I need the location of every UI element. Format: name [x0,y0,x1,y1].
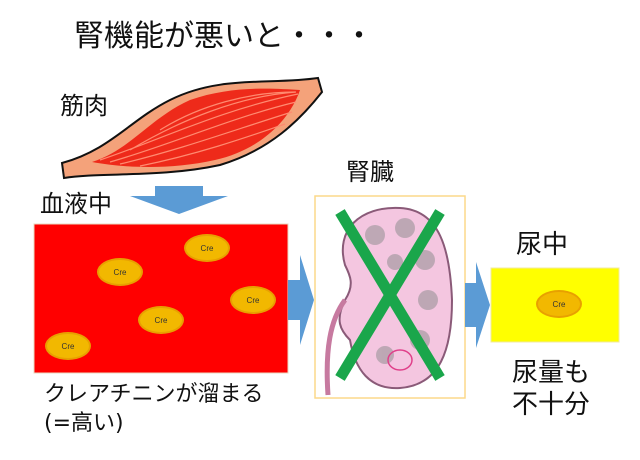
kidney-label: 腎臓 [346,158,394,186]
blood-label: 血液中 [40,190,112,218]
urine-note-2: 不十分 [512,390,591,420]
page-title: 腎機能が悪いと・・・ [74,19,374,54]
arrow-down [130,186,228,214]
cross-mark [335,209,445,381]
accumulate-text-2: (=高い) [44,411,124,436]
creatinine-particle: Cre [184,234,230,262]
muscle-label: 筋肉 [60,92,108,120]
creatinine-particle-urine: Cre [536,290,582,318]
muscle-illustration [60,76,324,180]
creatinine-particle: Cre [45,332,91,360]
urine-label: 尿中 [516,230,569,260]
creatinine-particle: Cre [97,258,143,286]
accumulate-text-1: クレアチニンが溜まる [44,382,264,407]
creatinine-particle: Cre [138,306,184,334]
arrow-right-1 [288,255,314,345]
creatinine-particle: Cre [230,286,276,314]
urine-note-1: 尿量も [512,358,591,388]
arrow-right-2 [465,262,490,348]
